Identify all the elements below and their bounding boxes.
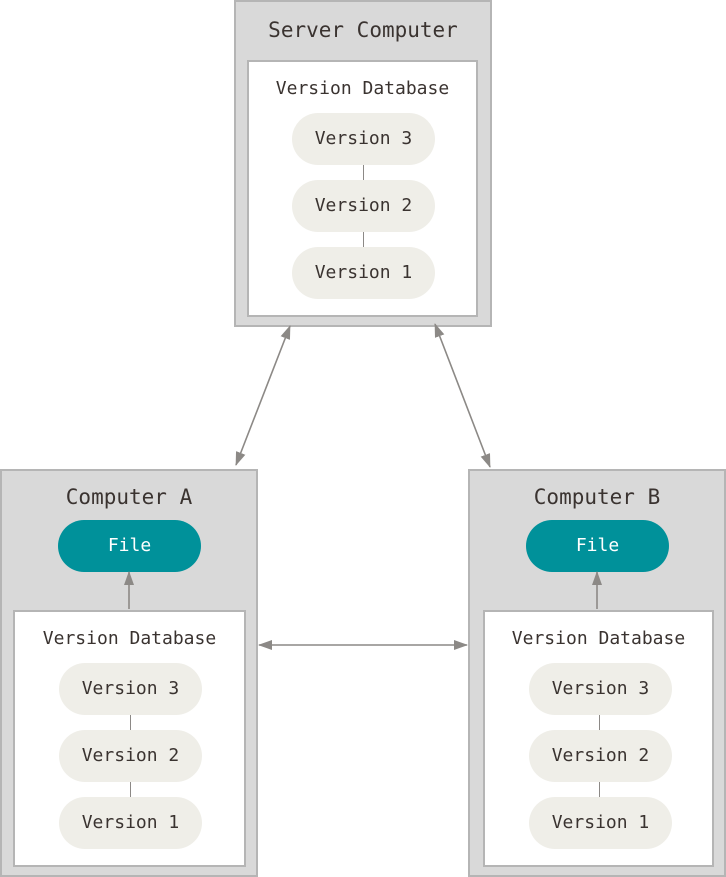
server-version-1: Version 1 [292,247,435,299]
computer-b-file: File [526,520,669,572]
server-version-database-title: Version Database [275,78,450,99]
computer-a: Computer A File Version Database Version… [0,469,258,877]
computer-b-version-2: Version 2 [529,730,672,782]
server-version-connector-2-1 [363,231,364,247]
computer-b-version-3: Version 3 [529,663,672,715]
computer-b-version-database: Version Database Version 3 Version 2 Ver… [483,610,714,867]
computer-a-version-database: Version Database Version 3 Version 2 Ver… [13,610,246,867]
computer-b-version-database-title: Version Database [511,628,686,649]
computer-a-file: File [58,520,201,572]
computer-b-version-connector-2-1 [599,781,600,797]
computer-b-version-connector-3-2 [599,714,600,730]
computer-a-title: Computer A [65,485,193,509]
computer-a-version-2: Version 2 [59,730,202,782]
server-version-2: Version 2 [292,180,435,232]
computer-b-title: Computer B [533,485,661,509]
server-computer-title: Server Computer [268,18,458,42]
computer-a-version-1: Version 1 [59,797,202,849]
server-computer: Server Computer Version Database Version… [234,0,492,327]
computer-b-version-1: Version 1 [529,797,672,849]
server-version-3: Version 3 [292,113,435,165]
computer-b: Computer B File Version Database Version… [468,469,726,877]
computer-a-version-connector-2-1 [130,781,131,797]
computer-a-version-database-title: Version Database [42,628,217,649]
arrow-server-computer-b [434,323,491,468]
server-version-connector-3-2 [363,164,364,180]
computer-a-version-3: Version 3 [59,663,202,715]
computer-a-version-connector-3-2 [130,714,131,730]
arrow-server-computer-a [235,325,291,466]
server-version-database: Version Database Version 3 Version 2 Ver… [247,60,478,317]
